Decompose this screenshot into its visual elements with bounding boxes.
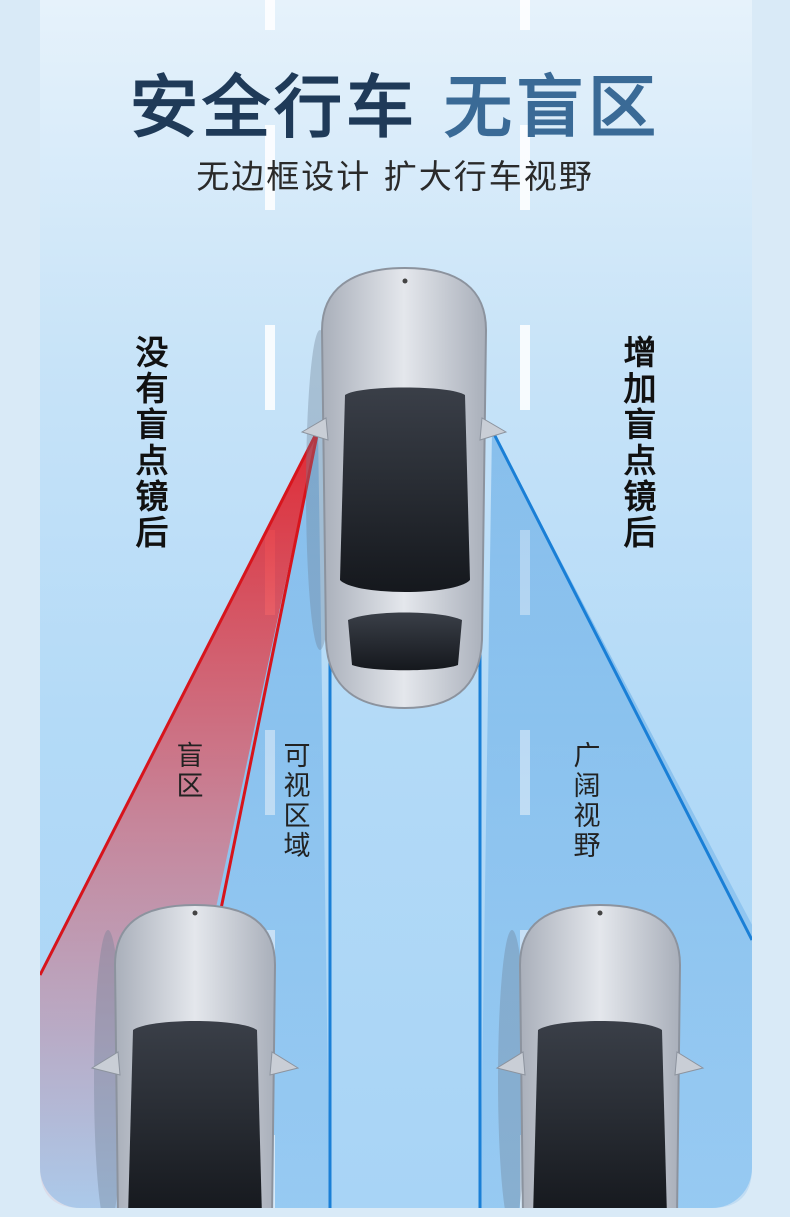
blind-edge-line — [40, 429, 320, 976]
lane-mark — [265, 325, 275, 410]
lane-mark — [265, 0, 275, 30]
lane-mark — [520, 0, 530, 30]
rear-left-car — [90, 903, 300, 1208]
zone-label-wide: 广阔视野 — [573, 741, 601, 862]
rear-right-car — [495, 903, 705, 1208]
zone-label-visible: 可视区域 — [283, 741, 311, 862]
label-without-mirror: 没有盲点镜后 — [135, 333, 169, 552]
label-with-mirror: 增加盲点镜后 — [623, 333, 657, 552]
top-car — [300, 266, 508, 710]
lane-mark — [265, 125, 275, 210]
lane-mark — [520, 325, 530, 410]
title-part-1: 安全行车 — [129, 69, 418, 148]
page-subtitle: 无边框设计 扩大行车视野 — [196, 157, 594, 196]
blind-zone-cone — [40, 430, 318, 1208]
wide-edge-line — [490, 429, 752, 941]
zone-label-blind: 盲区 — [176, 741, 204, 802]
page-title: 安全行车无盲区 — [0, 52, 790, 151]
lane-mark — [520, 125, 530, 210]
title-part-2: 无盲区 — [444, 69, 661, 148]
